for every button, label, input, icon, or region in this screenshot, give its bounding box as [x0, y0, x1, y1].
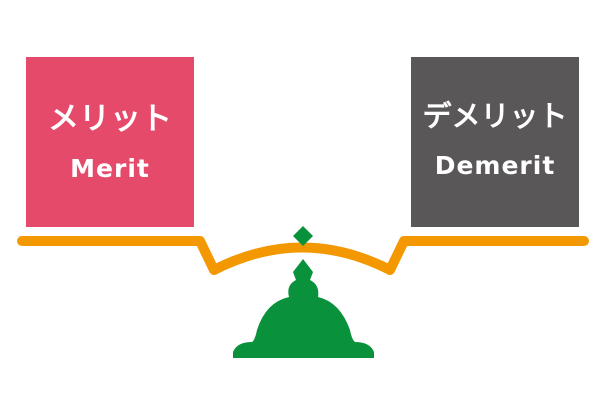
demerit-title-jp: デメリット: [422, 99, 568, 133]
demerit-title-en: Demerit: [434, 151, 556, 180]
merit-title-en: Merit: [70, 154, 150, 183]
balance-beam: [17, 236, 589, 275]
demerit-panel: デメリット Demerit: [411, 57, 579, 227]
merit-title-jp: メリット: [48, 101, 172, 137]
merit-panel: メリット Merit: [26, 57, 194, 227]
balance-stand: [233, 259, 374, 358]
balance-pivot-diamond: [293, 226, 313, 246]
